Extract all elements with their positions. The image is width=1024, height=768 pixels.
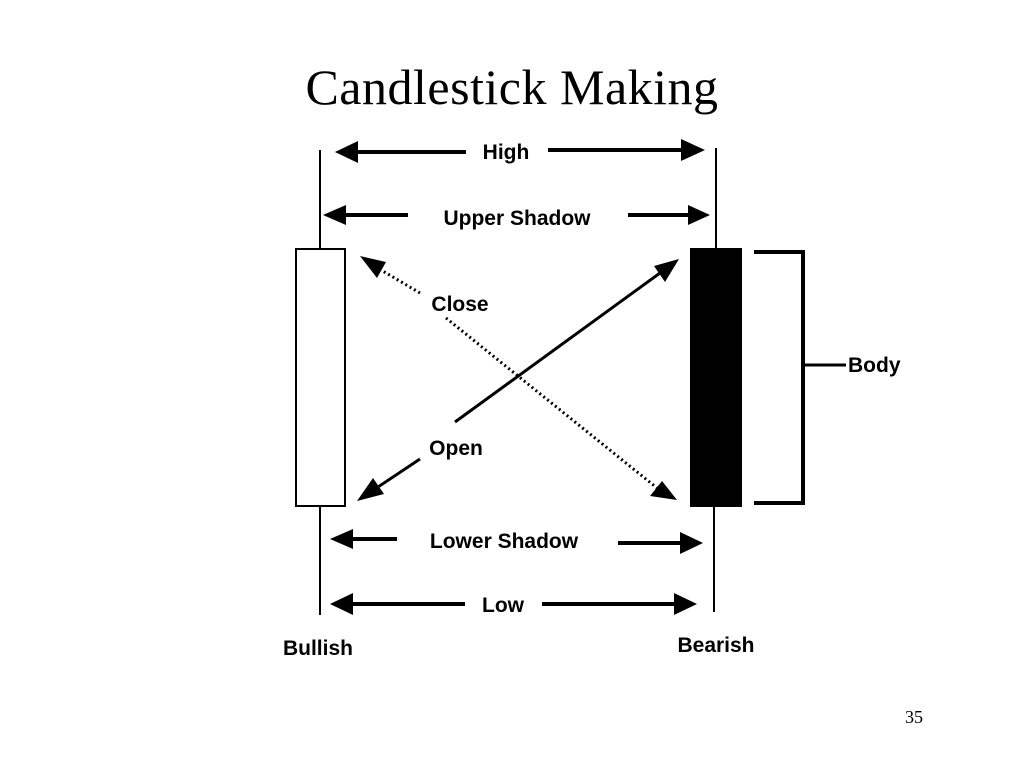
close-dotted-arrow [360,256,677,500]
high-arrow [335,139,705,163]
bearish-body [690,248,742,507]
low-label: Low [482,594,525,617]
high-label: High [483,141,530,164]
upper-shadow-arrow [323,205,710,225]
upper-shadow-label: Upper Shadow [443,207,591,230]
page-number: 35 [905,707,923,727]
open-solid-arrow [357,259,679,501]
bullish-candle [295,150,346,615]
slide-title: Candlestick Making [305,59,719,115]
bearish-label: Bearish [677,634,754,657]
lower-shadow-arrow [330,529,703,554]
bearish-candle [690,148,742,612]
open-label: Open [429,437,483,460]
close-label: Close [431,293,488,316]
lower-shadow-label: Lower Shadow [430,530,579,553]
body-bracket [754,250,846,505]
low-arrow [330,593,697,615]
body-label: Body [848,354,901,377]
bullish-body [295,248,346,507]
bullish-label: Bullish [283,637,353,660]
